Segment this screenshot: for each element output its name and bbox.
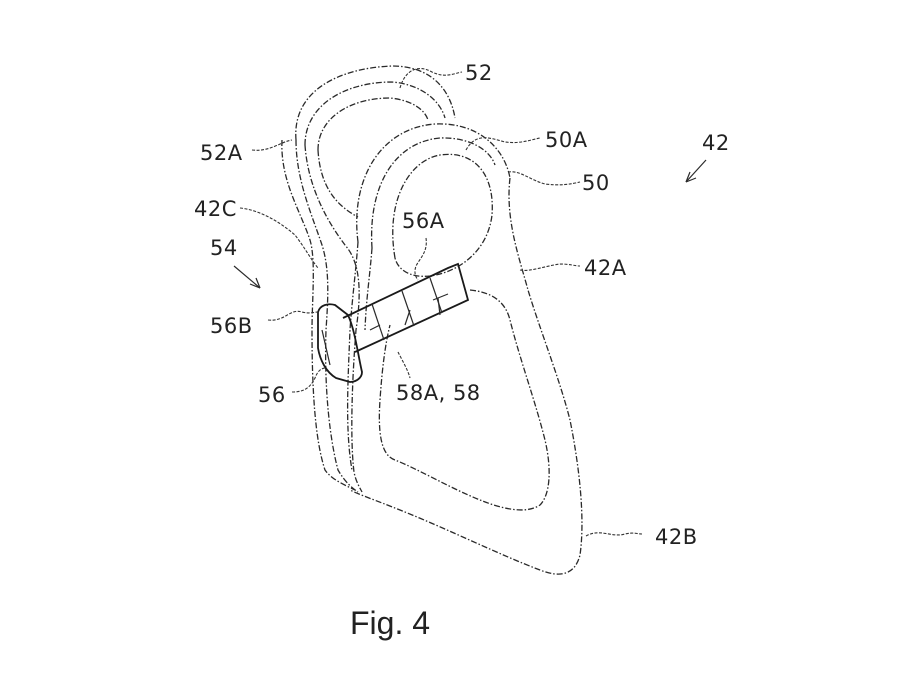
label-42C: 42C <box>194 197 237 221</box>
label-58A-58: 58A, 58 <box>396 381 481 405</box>
side-wall-42C <box>281 139 363 493</box>
main-frame-42 <box>346 177 583 575</box>
rear-ring-52 <box>295 65 456 218</box>
arrow-54 <box>233 265 261 289</box>
leader-lines <box>239 68 643 537</box>
label-50A: 50A <box>545 128 588 152</box>
label-42: 42 <box>702 131 730 155</box>
label-52A: 52A <box>200 141 243 165</box>
label-42A: 42A <box>584 256 627 280</box>
label-52: 52 <box>465 61 493 85</box>
label-42B: 42B <box>655 525 698 549</box>
figure-caption: Fig. 4 <box>350 605 430 641</box>
label-50: 50 <box>582 171 610 195</box>
inner-opening <box>378 289 550 511</box>
arrow-42 <box>685 159 707 183</box>
front-ring-50 <box>356 123 511 277</box>
label-56: 56 <box>258 383 286 407</box>
label-56A: 56A <box>402 209 445 233</box>
label-54: 54 <box>210 236 238 260</box>
screw-56 <box>317 262 470 383</box>
label-56B: 56B <box>210 314 253 338</box>
